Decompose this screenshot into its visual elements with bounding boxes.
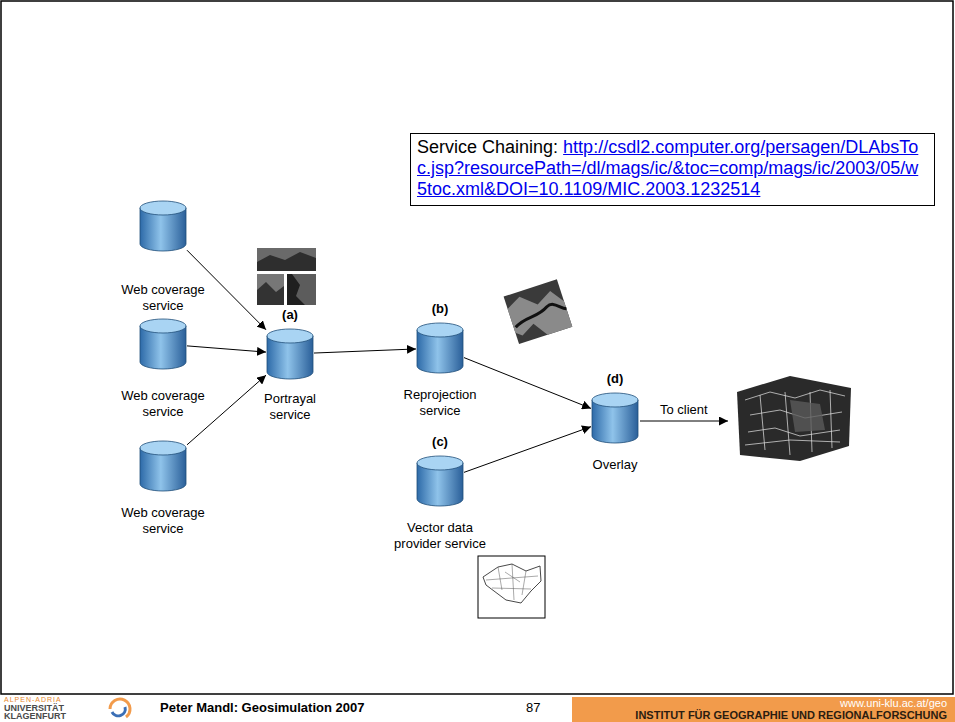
slide-border (1, 1, 953, 694)
service-cylinder: (a) Portrayal service (250, 307, 330, 422)
service-label: Vector data provider service (386, 520, 494, 551)
cylinder-symbol (416, 322, 464, 374)
cylinder-symbol (139, 440, 187, 492)
arrow-connector (464, 427, 591, 473)
vector-map (478, 556, 545, 618)
reprojected-image (504, 279, 573, 344)
service-cylinder: (d) Overlay (575, 371, 655, 472)
callout-letter: (b) (432, 301, 449, 317)
callout-letter: (c) (432, 434, 448, 450)
callout-letter: (a) (282, 307, 298, 323)
arrow-connector (314, 349, 416, 353)
service-label: Reprojection service (394, 387, 486, 418)
service-cylinder: (b) Reprojection service (394, 301, 486, 418)
tile-images (257, 248, 316, 305)
service-cylinder: Web coverage service (108, 318, 218, 419)
note-box: Service Chaining:http://csdl2.computer.o… (410, 133, 935, 206)
institute-name: INSTITUT FÜR GEOGRAPHIE UND REGIONALFORS… (635, 709, 947, 721)
service-label: Overlay (593, 457, 638, 473)
footer-bar (572, 697, 955, 722)
result-image (737, 376, 851, 461)
footer-url: www.uni-klu.ac.at/geo (840, 697, 947, 709)
service-label: Web coverage service (108, 282, 218, 313)
service-cylinder: (c) Vector data provider service (386, 434, 494, 551)
cylinder-symbol (139, 200, 187, 252)
callout-letter: (d) (607, 371, 624, 387)
service-label: Web coverage service (108, 388, 218, 419)
note-heading: Service Chaining: (417, 137, 558, 157)
client-arrow (640, 421, 728, 422)
arrow-connector (187, 375, 266, 445)
service-label: Web coverage service (108, 505, 218, 536)
service-cylinder: Web coverage service (108, 440, 218, 536)
university-logo (110, 699, 130, 717)
service-label: Portrayal service (250, 391, 330, 422)
footer-author: Peter Mandl: Geosimulation 2007 (160, 701, 364, 715)
page-number: 87 (526, 701, 540, 715)
logo-text: ALPEN-ADRIA (4, 696, 62, 704)
cylinder-symbol (416, 455, 464, 507)
service-cylinder: Web coverage service (108, 200, 218, 313)
client-label: To client (660, 403, 708, 417)
cylinder-symbol (139, 318, 187, 370)
arrow-connector (464, 358, 591, 409)
arrow-connector (187, 346, 266, 352)
cylinder-symbol (266, 328, 314, 380)
logo-text: KLAGENFURT (4, 711, 66, 721)
cylinder-symbol (591, 392, 639, 444)
